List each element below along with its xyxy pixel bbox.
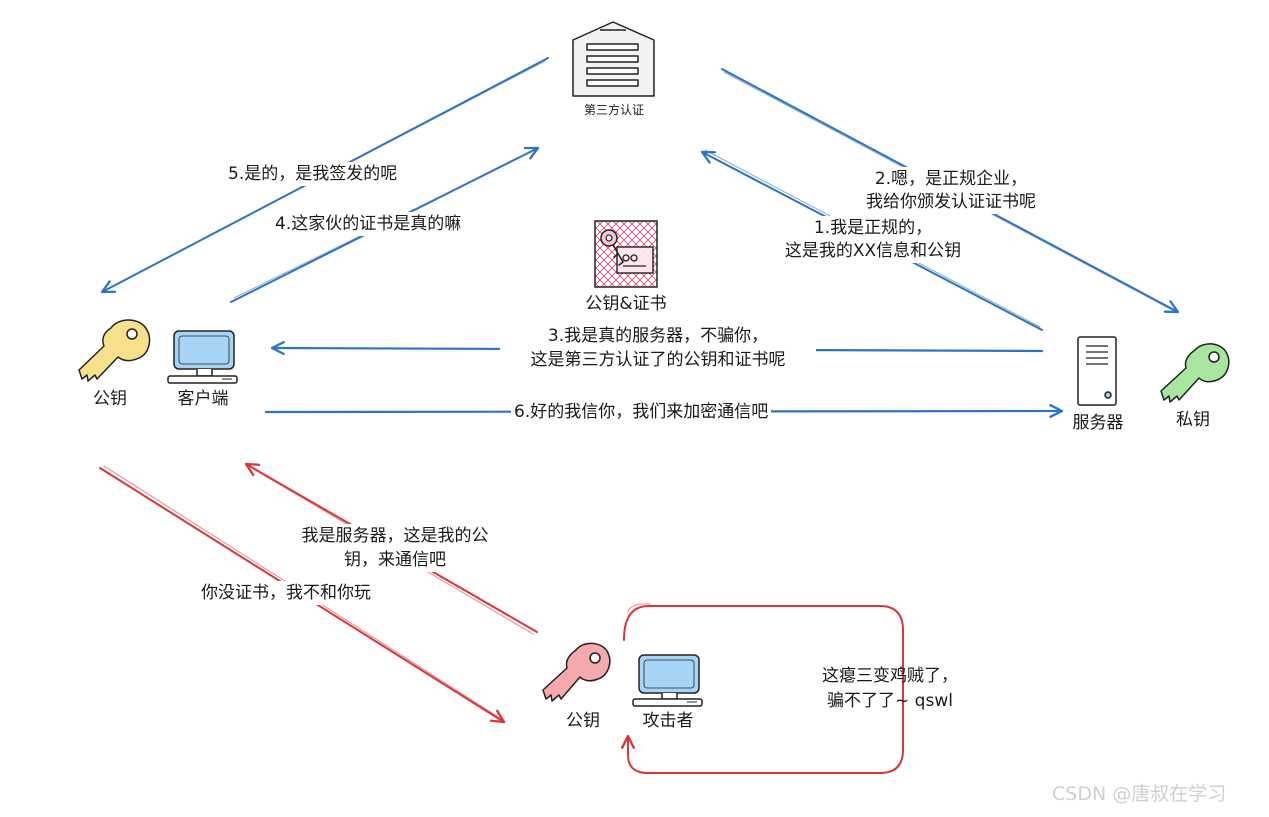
server-key-label: 私钥 xyxy=(1176,410,1210,430)
client-label: 客户端 xyxy=(177,389,229,409)
server-icon xyxy=(1077,336,1117,406)
attacker-note-line1: 这瘪三变鸡贼了， xyxy=(822,666,958,686)
attack-message-line1: 我是服务器，这是我的公 xyxy=(278,524,512,548)
message-6-label: 6.好的我信你，我们来加密通信吧 xyxy=(511,400,772,424)
client-public-key-icon xyxy=(78,319,151,382)
message-1-line1: 1.我是正规的， xyxy=(760,216,986,240)
reject-message-label: 你没证书，我不和你玩 xyxy=(198,581,374,605)
message-5-label: 5.是的，是我签发的呢 xyxy=(225,162,401,186)
attacker-key-label: 公钥 xyxy=(566,711,600,731)
certificate-label: 公钥&证书 xyxy=(585,294,667,314)
certificate-icon xyxy=(594,220,658,288)
attacker-computer-icon xyxy=(632,654,703,707)
message-3-line2: 这是第三方认证了的公钥和证书呢 xyxy=(500,348,816,372)
attack-message-line2: 钥，来通信吧 xyxy=(278,548,512,572)
server-private-key-icon xyxy=(1160,343,1230,403)
watermark: CSDN @唐叔在学习 xyxy=(1052,783,1227,805)
attacker-label: 攻击者 xyxy=(642,711,694,731)
message-2-line2: 我给你颁发认证证书呢 xyxy=(838,190,1064,214)
third-party-ca-icon xyxy=(572,21,655,97)
message-4-label: 4.这家伙的证书是真的嘛 xyxy=(272,212,465,236)
attacker-public-key-icon xyxy=(542,642,611,702)
message-2-line1: 2.嗯，是正规企业， xyxy=(838,167,1064,191)
message-1-line2: 这是我的XX信息和公钥 xyxy=(760,239,986,263)
message-3-line1: 3.我是真的服务器，不骗你， xyxy=(500,324,816,348)
client-computer-icon xyxy=(167,330,238,384)
third-party-ca-label: 第三方认证 xyxy=(583,103,644,117)
client-key-label: 公钥 xyxy=(93,389,127,409)
attacker-loop-arrow xyxy=(621,603,904,774)
server-label: 服务器 xyxy=(1072,413,1124,433)
attacker-note-line2: 骗不了了~ qswl xyxy=(827,691,953,711)
